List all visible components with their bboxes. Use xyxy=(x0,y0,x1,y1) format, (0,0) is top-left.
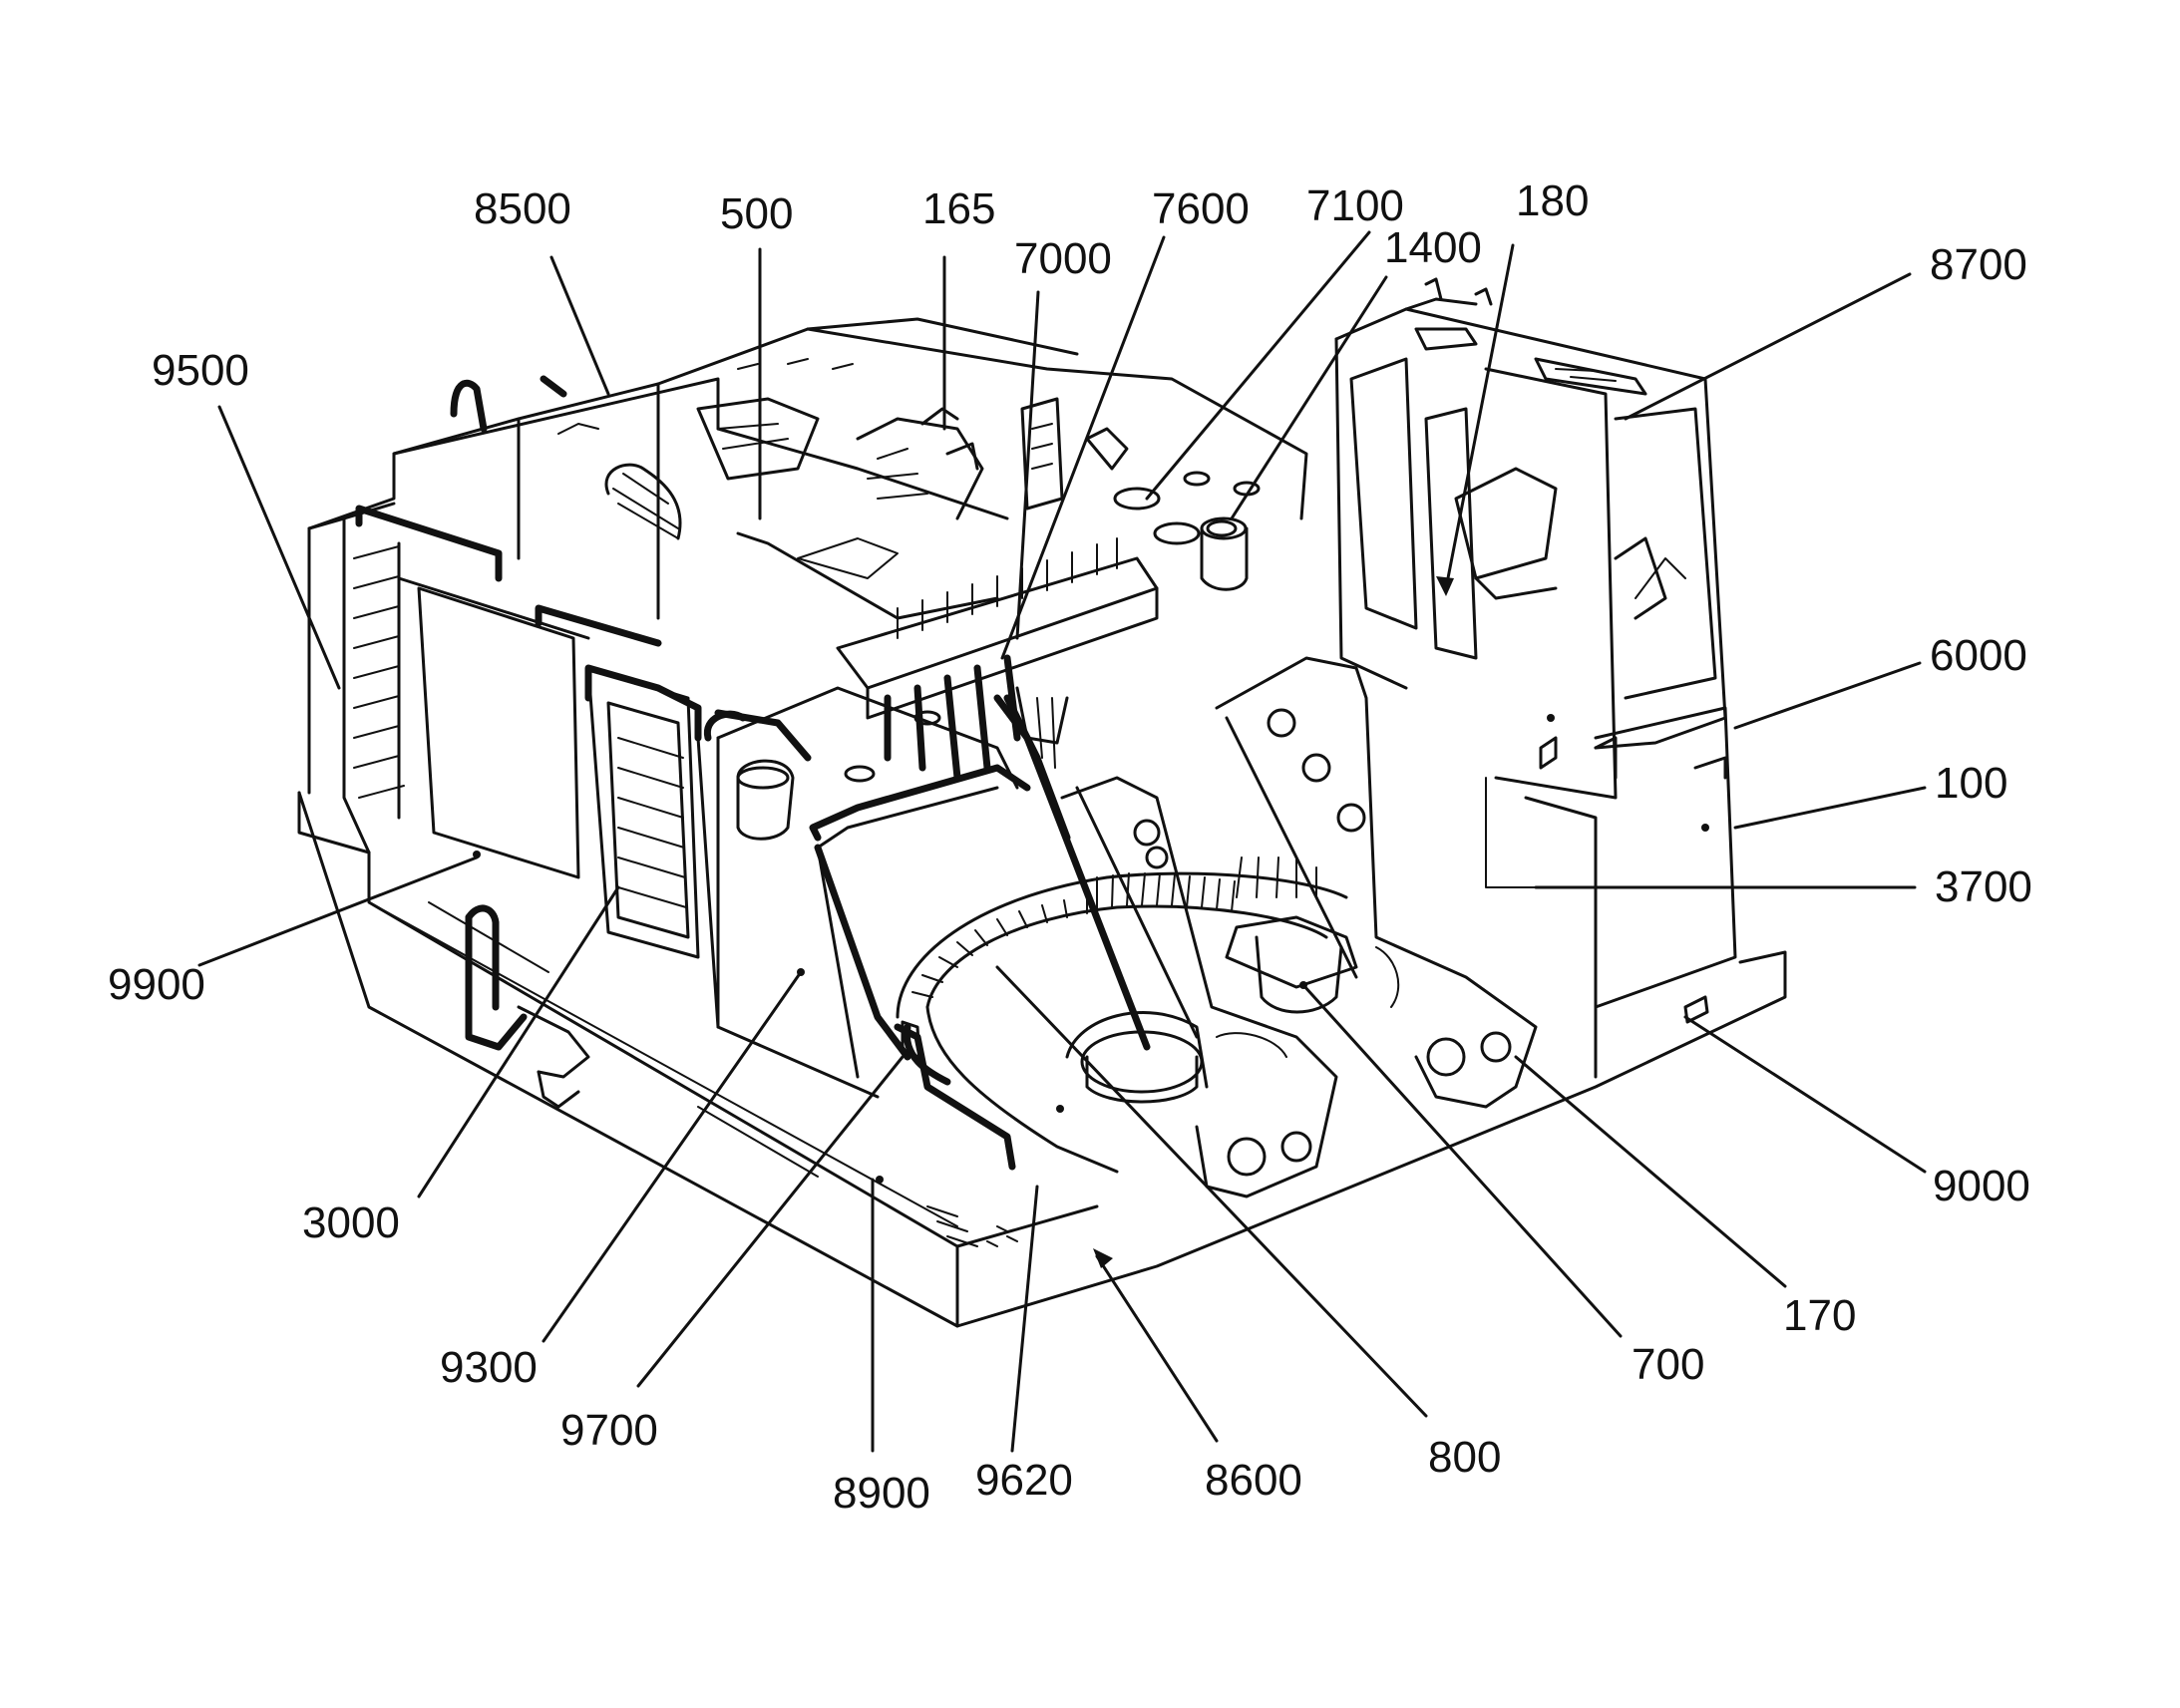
boom-mount xyxy=(1060,656,1538,1198)
callout-180: 180 xyxy=(1516,176,1590,225)
side-panel xyxy=(584,664,805,1029)
leader-lines xyxy=(197,230,1927,1453)
lifting-hook xyxy=(465,904,590,1109)
callout-700: 700 xyxy=(1632,1340,1705,1389)
callout-165: 165 xyxy=(922,184,996,233)
callout-3000: 3000 xyxy=(302,1198,400,1247)
cab xyxy=(1334,277,1737,1079)
filters xyxy=(1113,471,1261,591)
callout-3700: 3700 xyxy=(1935,862,2032,911)
callout-7600: 7600 xyxy=(1152,184,1250,233)
callout-9500: 9500 xyxy=(152,346,249,395)
callout-1400: 1400 xyxy=(1384,223,1482,272)
callout-100: 100 xyxy=(1935,759,2008,808)
callout-9700: 9700 xyxy=(560,1406,658,1455)
callout-7100: 7100 xyxy=(1306,181,1404,230)
callout-8600: 8600 xyxy=(1205,1456,1302,1505)
control-valve-bank xyxy=(836,537,1159,782)
callout-500: 500 xyxy=(720,189,794,238)
callout-9900: 9900 xyxy=(108,960,205,1009)
base-frame xyxy=(297,791,1787,1328)
callout-8700: 8700 xyxy=(1930,240,2027,289)
callout-7000: 7000 xyxy=(1014,234,1112,283)
callout-6000: 6000 xyxy=(1930,631,2027,680)
hydraulic-tank xyxy=(703,686,1031,1099)
callout-9300: 9300 xyxy=(440,1343,538,1392)
swing-motor xyxy=(1225,856,1400,1014)
engine-compartment xyxy=(392,317,1308,620)
deck-details xyxy=(876,1176,1018,1247)
hoses xyxy=(814,694,1151,1171)
callout-8900: 8900 xyxy=(833,1469,930,1518)
callout-9620: 9620 xyxy=(975,1456,1073,1505)
radiator-housing xyxy=(307,377,720,879)
callout-170: 170 xyxy=(1783,1291,1857,1340)
callout-8500: 8500 xyxy=(474,184,571,233)
swing-ring xyxy=(896,871,1348,1174)
callout-9000: 9000 xyxy=(1933,1162,2030,1210)
callout-800: 800 xyxy=(1428,1433,1502,1482)
